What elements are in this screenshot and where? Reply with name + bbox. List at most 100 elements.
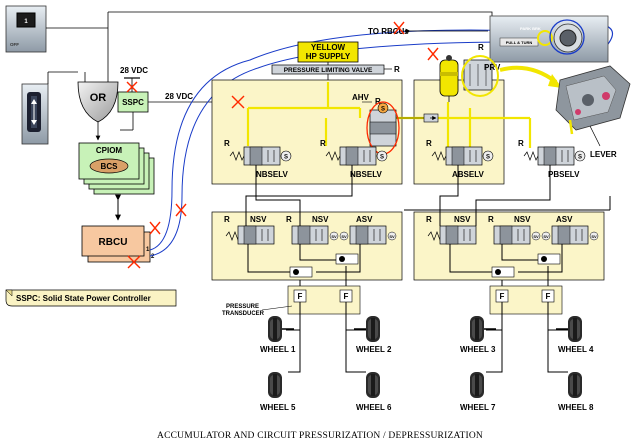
abselv-r: R [426, 139, 432, 148]
handle-highlight [537, 30, 553, 46]
bcs-ellipse [89, 158, 129, 174]
wheel-lines [286, 302, 568, 373]
sspc-note: SSPC: Solid State Power Controller [5, 289, 177, 307]
rsv-nsv2: NSV [514, 215, 531, 224]
plv-label: PRESSURE LIMITING VALVE [284, 67, 373, 74]
pbselv-valve: R S PBSELV [518, 139, 586, 179]
cut-mark [149, 221, 161, 235]
nbselv1-s: S [284, 155, 288, 161]
cpiom-label: CPIOM [96, 146, 123, 155]
panel-switch-off: OFF [10, 42, 19, 47]
wheel-5-label: WHEEL 5 [260, 403, 296, 412]
signal-wire [149, 29, 541, 251]
rbcu-label: RBCU [99, 237, 128, 248]
accumulator [439, 55, 459, 102]
rbcu-port-1: 1 [146, 247, 150, 253]
nbselv1-label: NBSELV [256, 170, 289, 179]
wire [108, 11, 493, 22]
wheel-2 [354, 316, 380, 342]
prv-pointer-arrow [499, 65, 558, 84]
cut-mark [126, 81, 138, 93]
wheel-4-label: WHEEL 4 [558, 345, 594, 354]
panel-switch-label: 1 [24, 19, 28, 25]
wheel-4 [556, 316, 582, 342]
park-brake-panel: PARK BRK PULL & TURN [489, 15, 609, 63]
left-servo-valves: R NSV R NSV SV SV ASV SV [224, 215, 397, 245]
bcs-label: BCS [101, 162, 119, 171]
prv: PRV [463, 59, 501, 91]
rbcu-port-2: 2 [151, 254, 155, 260]
wheel-7-label: WHEEL 7 [460, 403, 496, 412]
pressure-transducer-line-2: TRANSDUCER [222, 311, 265, 317]
cut-mark [127, 255, 141, 269]
fuse-f2: F [344, 292, 349, 301]
rsv-nsv1: NSV [454, 215, 471, 224]
prv-label: PRV [484, 63, 501, 72]
rsv-sv3: SV [591, 234, 597, 239]
sspc-note-text: SSPC: Solid State Power Controller [16, 294, 151, 303]
wheel-3-label: WHEEL 3 [460, 345, 496, 354]
ahv-r-label: R [375, 97, 381, 106]
sspc-label: SSPC [122, 98, 144, 107]
supply-voltage-label-2: 28 VDC [165, 92, 193, 101]
wheel-7 [470, 372, 484, 398]
rsv-sv2: SV [543, 234, 549, 239]
lsv-sv1: SV [331, 234, 337, 239]
fuse-f4: F [546, 292, 551, 301]
lsv-nsv1: NSV [250, 215, 267, 224]
wheel-3 [470, 316, 496, 342]
wheel-1 [268, 316, 294, 342]
yellow-hp-line-2: HP SUPPLY [306, 52, 351, 61]
nbselv1-r: R [224, 139, 230, 148]
lsv-r2: R [286, 215, 292, 224]
wheel-8-label: WHEEL 8 [558, 403, 594, 412]
abselv-s: S [486, 155, 490, 161]
wheel-8 [568, 372, 582, 398]
pressure-transducer-line-1: PRESSURE [226, 304, 259, 310]
abselv-label: ABSELV [452, 170, 485, 179]
fuse-f3: F [500, 292, 505, 301]
park-brake-knob-highlight [549, 19, 585, 55]
pbselv-r: R [518, 139, 524, 148]
lsv-sv2: SV [341, 234, 347, 239]
lever-image [555, 65, 631, 135]
rsv-r2: R [488, 215, 494, 224]
nbselv2-s: S [380, 155, 384, 161]
plv-r-label: R [394, 65, 400, 74]
diagram-caption: ACCUMULATOR AND CIRCUIT PRESSURIZATION /… [157, 431, 483, 441]
pbselv-s: S [578, 155, 582, 161]
wheel-6-label: WHEEL 6 [356, 403, 392, 412]
cut-mark [427, 47, 439, 61]
pbselv-label: PBSELV [548, 170, 580, 179]
or-gate-label: OR [90, 92, 107, 104]
or-gate: OR [77, 81, 119, 123]
rsv-sv1: SV [533, 234, 539, 239]
cockpit-selector-panel [21, 83, 49, 145]
supply-voltage-label: 28 VDC [120, 66, 148, 75]
yellow-hydraulic-lines [246, 82, 532, 148]
rsv-asv: ASV [556, 215, 573, 224]
ahv-label: AHV [352, 93, 370, 102]
prv-pointer-head [548, 74, 562, 88]
lsv-asv: ASV [356, 215, 373, 224]
rbcu-stack: RBCU 1 2 [81, 225, 155, 263]
lsv-sv3: SV [389, 234, 395, 239]
ahv-valve: S [369, 102, 397, 147]
shuttle-valves [289, 253, 561, 278]
cut-mark [175, 203, 187, 217]
cpiom-stack: CPIOM BCS [78, 142, 155, 195]
sspc-box: SSPC [117, 91, 149, 113]
fuse-f1: F [298, 292, 303, 301]
panel-switch: 1 OFF [5, 5, 47, 53]
ahv-s-label: S [381, 107, 385, 113]
park-brk-label: PARK BRK [520, 26, 541, 31]
nbselv-valve-2: R S NBSELV [320, 139, 388, 179]
wheel-6 [366, 372, 380, 398]
to-rbcus-label: TO RBCUs [368, 27, 409, 36]
lsv-nsv2: NSV [312, 215, 329, 224]
wheel-1-label: WHEEL 1 [260, 345, 296, 354]
lsv-r1: R [224, 215, 230, 224]
yellow-hp-line-1: YELLOW [311, 43, 346, 52]
yellow-hp-supply: YELLOW HP SUPPLY [297, 41, 359, 63]
